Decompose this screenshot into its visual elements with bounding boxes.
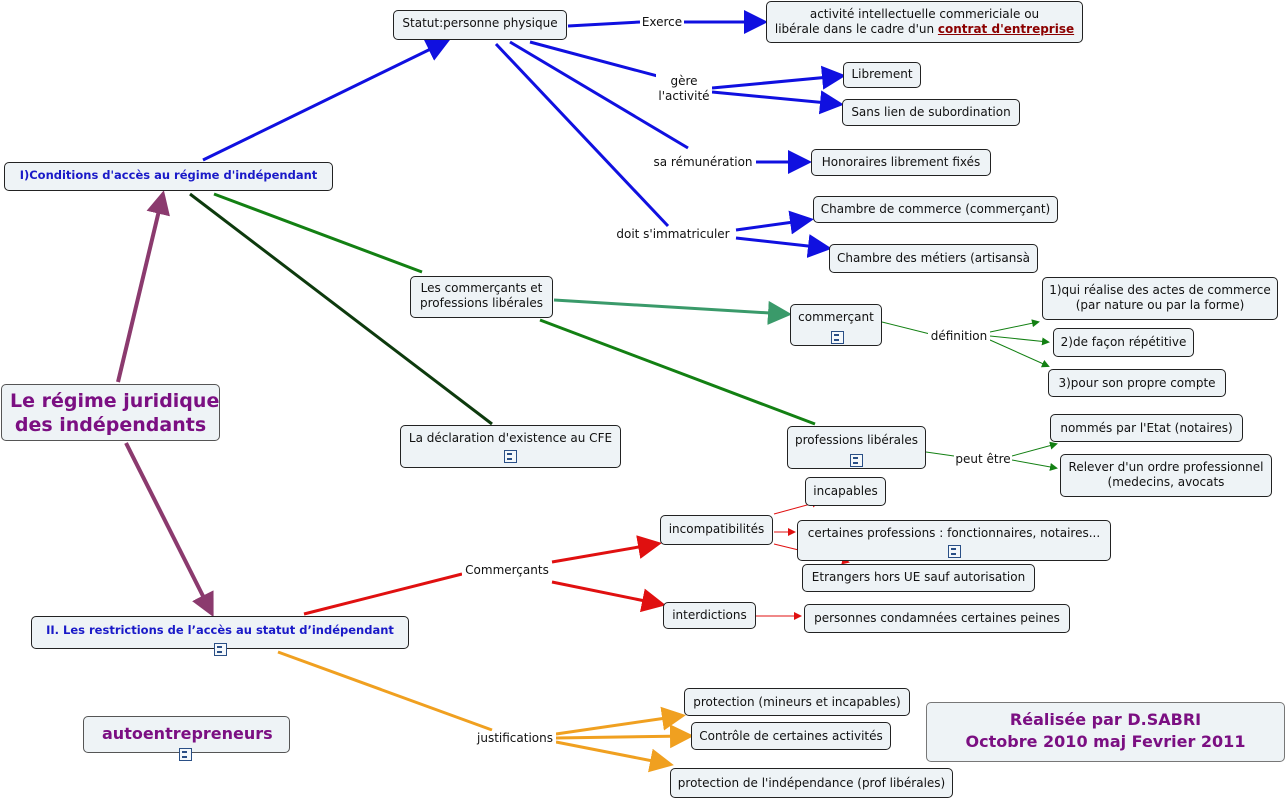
section2-node[interactable]: II. Les restrictions de l’accès au statu… xyxy=(31,616,409,656)
nommes-label: nommés par l'Etat (notaires) xyxy=(1060,421,1233,435)
certaines-professions-label: certaines professions : fonctionnaires, … xyxy=(807,526,1101,540)
protection-indep-label: protection de l'indépendance (prof libér… xyxy=(677,776,946,790)
chambre-metiers-label: Chambre des métiers (artisansà xyxy=(837,251,1030,265)
autoentrepreneurs-label: autoentrepreneurs xyxy=(102,724,273,743)
immatriculer-label: doit s'immatriculer xyxy=(612,227,734,242)
note-icon[interactable] xyxy=(504,450,517,463)
chambre-commerce-node[interactable]: Chambre de commerce (commerçant) xyxy=(813,196,1058,223)
contrat-entreprise-link[interactable]: contrat d'entreprise xyxy=(937,22,1075,36)
green-links xyxy=(189,192,1058,471)
root-node[interactable]: Le régime juridique des indépendants xyxy=(1,384,220,441)
justifications-label: justifications xyxy=(474,731,556,746)
gere-line1: gère xyxy=(670,74,698,88)
etrangers-node[interactable]: Etrangers hors UE sauf autorisation xyxy=(802,564,1035,592)
note-icon[interactable] xyxy=(179,748,192,761)
def2-node[interactable]: 2)de façon répétitive xyxy=(1053,328,1194,357)
autoentrepreneurs-node[interactable]: autoentrepreneurs xyxy=(83,716,290,761)
professions-liberales-label: professions libérales xyxy=(794,433,918,447)
condamnees-node[interactable]: personnes condamnées certaines peines xyxy=(804,604,1070,633)
commercant-label: commerçant xyxy=(798,310,874,324)
condamnees-label: personnes condamnées certaines peines xyxy=(814,611,1060,625)
def2-label: 2)de façon répétitive xyxy=(1060,335,1187,349)
activite-line2: libérale dans le cadre d'un xyxy=(774,22,938,36)
section1-label: I)Conditions d'accès au régime d'indépen… xyxy=(19,168,318,182)
sans-lien-label: Sans lien de subordination xyxy=(851,105,1011,119)
honoraires-label: Honoraires librement fixés xyxy=(821,155,981,169)
blue-links xyxy=(202,10,846,258)
section1-node[interactable]: I)Conditions d'accès au régime d'indépen… xyxy=(4,162,333,191)
statut-label: Statut:personne physique xyxy=(402,16,558,30)
protection-mineurs-label: protection (mineurs et incapables) xyxy=(693,695,901,709)
nommes-node[interactable]: nommés par l'Etat (notaires) xyxy=(1050,414,1243,442)
def3-node[interactable]: 3)pour son propre compte xyxy=(1048,369,1226,397)
credit-node: Réalisée par D.SABRI Octobre 2010 maj Fe… xyxy=(926,702,1285,762)
controle-node[interactable]: Contrôle de certaines activités xyxy=(691,722,891,750)
chambre-commerce-label: Chambre de commerce (commerçant) xyxy=(820,202,1051,216)
controle-label: Contrôle de certaines activités xyxy=(699,729,883,743)
note-icon[interactable] xyxy=(948,545,961,558)
statut-node[interactable]: Statut:personne physique xyxy=(393,10,567,40)
def1-line2: (par nature ou par la forme) xyxy=(1075,298,1245,312)
incompatibilites-label: incompatibilités xyxy=(668,522,765,536)
chambre-metiers-node[interactable]: Chambre des métiers (artisansà xyxy=(829,244,1038,273)
librement-label: Librement xyxy=(851,67,913,81)
etrangers-label: Etrangers hors UE sauf autorisation xyxy=(811,570,1026,584)
honoraires-node[interactable]: Honoraires librement fixés xyxy=(811,149,991,176)
commercants-prof-line2: professions libérales xyxy=(419,296,543,310)
root-line2: des indépendants xyxy=(14,414,207,436)
gere-line2: l'activité xyxy=(658,89,710,103)
relever-node[interactable]: Relever d'un ordre professionnel (medeci… xyxy=(1060,454,1272,497)
commercants-prof-line1: Les commerçants et xyxy=(420,281,543,295)
def3-label: 3)pour son propre compte xyxy=(1058,376,1216,390)
interdictions-label: interdictions xyxy=(672,608,747,622)
def1-node[interactable]: 1)qui réalise des actes de commerce (par… xyxy=(1042,277,1278,320)
incompatibilites-node[interactable]: incompatibilités xyxy=(660,515,773,545)
credit-line1: Réalisée par D.SABRI xyxy=(1009,710,1202,729)
declaration-node[interactable]: La déclaration d'existence au CFE xyxy=(400,425,621,468)
relever-line1: Relever d'un ordre professionnel xyxy=(1068,460,1264,474)
certaines-professions-node[interactable]: certaines professions : fonctionnaires, … xyxy=(797,520,1111,561)
red-links xyxy=(303,499,850,620)
definition-label: définition xyxy=(928,329,990,344)
orange-links xyxy=(277,650,694,773)
librement-node[interactable]: Librement xyxy=(843,62,921,88)
remuneration-label: sa rémunération xyxy=(650,155,756,170)
incapables-node[interactable]: incapables xyxy=(805,477,886,506)
credit-line2: Octobre 2010 maj Fevrier 2011 xyxy=(965,732,1246,751)
commercant-node[interactable]: commerçant xyxy=(790,304,882,346)
gere-label: gère l'activité xyxy=(656,74,712,104)
peut-etre-label: peut être xyxy=(954,452,1012,467)
section2-label: II. Les restrictions de l’accès au statu… xyxy=(46,623,394,637)
activite-line1: activité intellectuelle commericiale ou xyxy=(809,7,1040,21)
commercants-prof-node[interactable]: Les commerçants et professions libérales xyxy=(410,276,553,318)
note-icon[interactable] xyxy=(831,331,844,344)
protection-indep-node[interactable]: protection de l'indépendance (prof libér… xyxy=(670,768,953,798)
commercants2-label: Commerçants xyxy=(462,563,552,578)
exerce-label: Exerce xyxy=(640,15,684,30)
relever-line2: (medecins, avocats xyxy=(1107,475,1225,489)
note-icon[interactable] xyxy=(214,643,227,656)
incapables-label: incapables xyxy=(813,484,878,498)
professions-liberales-node[interactable]: professions libérales xyxy=(787,426,926,469)
sans-lien-node[interactable]: Sans lien de subordination xyxy=(842,99,1020,126)
root-line1: Le régime juridique xyxy=(10,390,220,412)
def1-line1: 1)qui réalise des actes de commerce xyxy=(1049,283,1271,297)
interdictions-node[interactable]: interdictions xyxy=(663,602,756,629)
protection-mineurs-node[interactable]: protection (mineurs et incapables) xyxy=(684,688,910,716)
activite-node[interactable]: activité intellectuelle commericiale ou … xyxy=(766,1,1083,43)
note-icon[interactable] xyxy=(850,454,863,467)
declaration-label: La déclaration d'existence au CFE xyxy=(408,431,613,445)
root-links xyxy=(116,190,214,618)
